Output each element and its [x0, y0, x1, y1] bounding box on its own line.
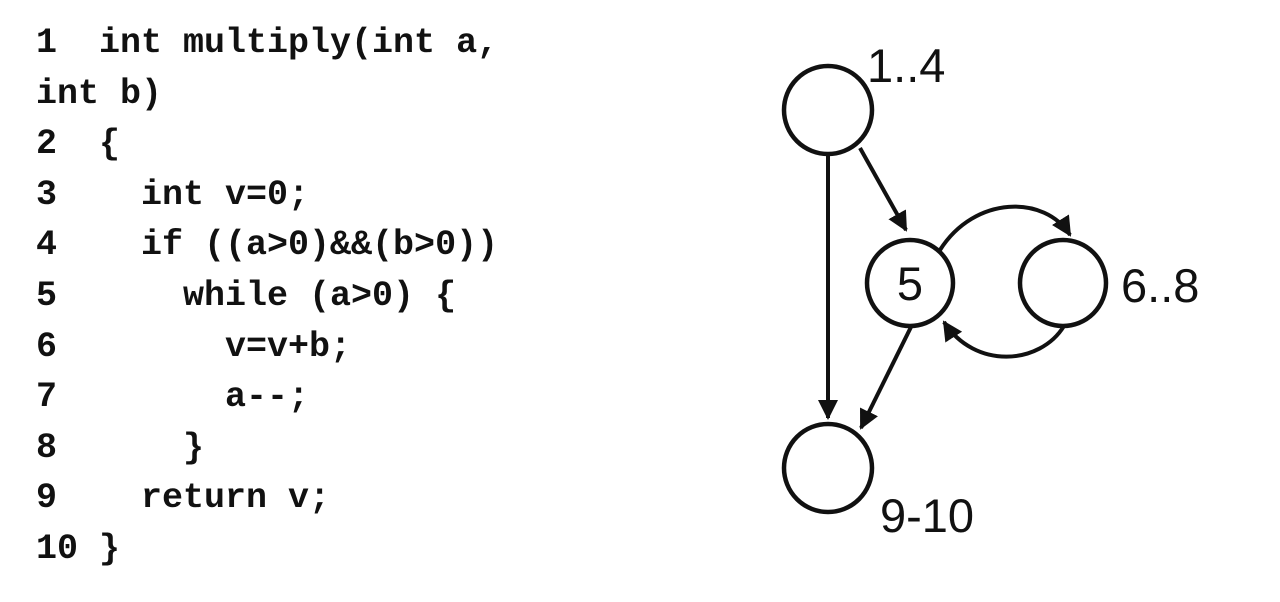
node-5-circle	[864, 237, 956, 329]
node-6-8-label: 6..8	[1121, 259, 1199, 312]
code-line-3: 3 int v=0;	[36, 174, 310, 215]
code-line-1-continued: int b)	[36, 73, 163, 114]
node-1-4-label: 1..4	[867, 39, 945, 92]
edge-6-8-to-5	[942, 320, 1066, 359]
code-line-8: 8 }	[36, 427, 205, 468]
code-line-4: 4 if ((a>0)&&(b>0))	[36, 225, 499, 266]
edge-5-to-9-10	[859, 326, 913, 430]
code-line-10: 10 }	[36, 528, 121, 569]
code-listing: 1 int multiply(int a, int b) 2 { 3 int v=0;…	[36, 18, 498, 575]
edge-1-4-to-5	[858, 147, 908, 232]
node-9-10-label: 9-10	[880, 489, 974, 542]
node-9-10-circle	[781, 421, 875, 515]
code-line-7: 7 a--;	[36, 377, 310, 418]
code-line-5: 5 while (a>0) {	[36, 275, 457, 316]
node-1-4-circle	[781, 63, 875, 157]
code-line-1: 1 int multiply(int a,	[36, 23, 499, 63]
code-line-6: 6 v=v+b;	[36, 326, 352, 367]
node-5-label: 5	[897, 257, 923, 310]
node-6-8-circle	[1017, 237, 1109, 329]
code-line-9: 9 return v;	[36, 478, 331, 519]
edge-5-to-6-8	[938, 204, 1072, 252]
code-line-2: 2 {	[36, 124, 121, 165]
